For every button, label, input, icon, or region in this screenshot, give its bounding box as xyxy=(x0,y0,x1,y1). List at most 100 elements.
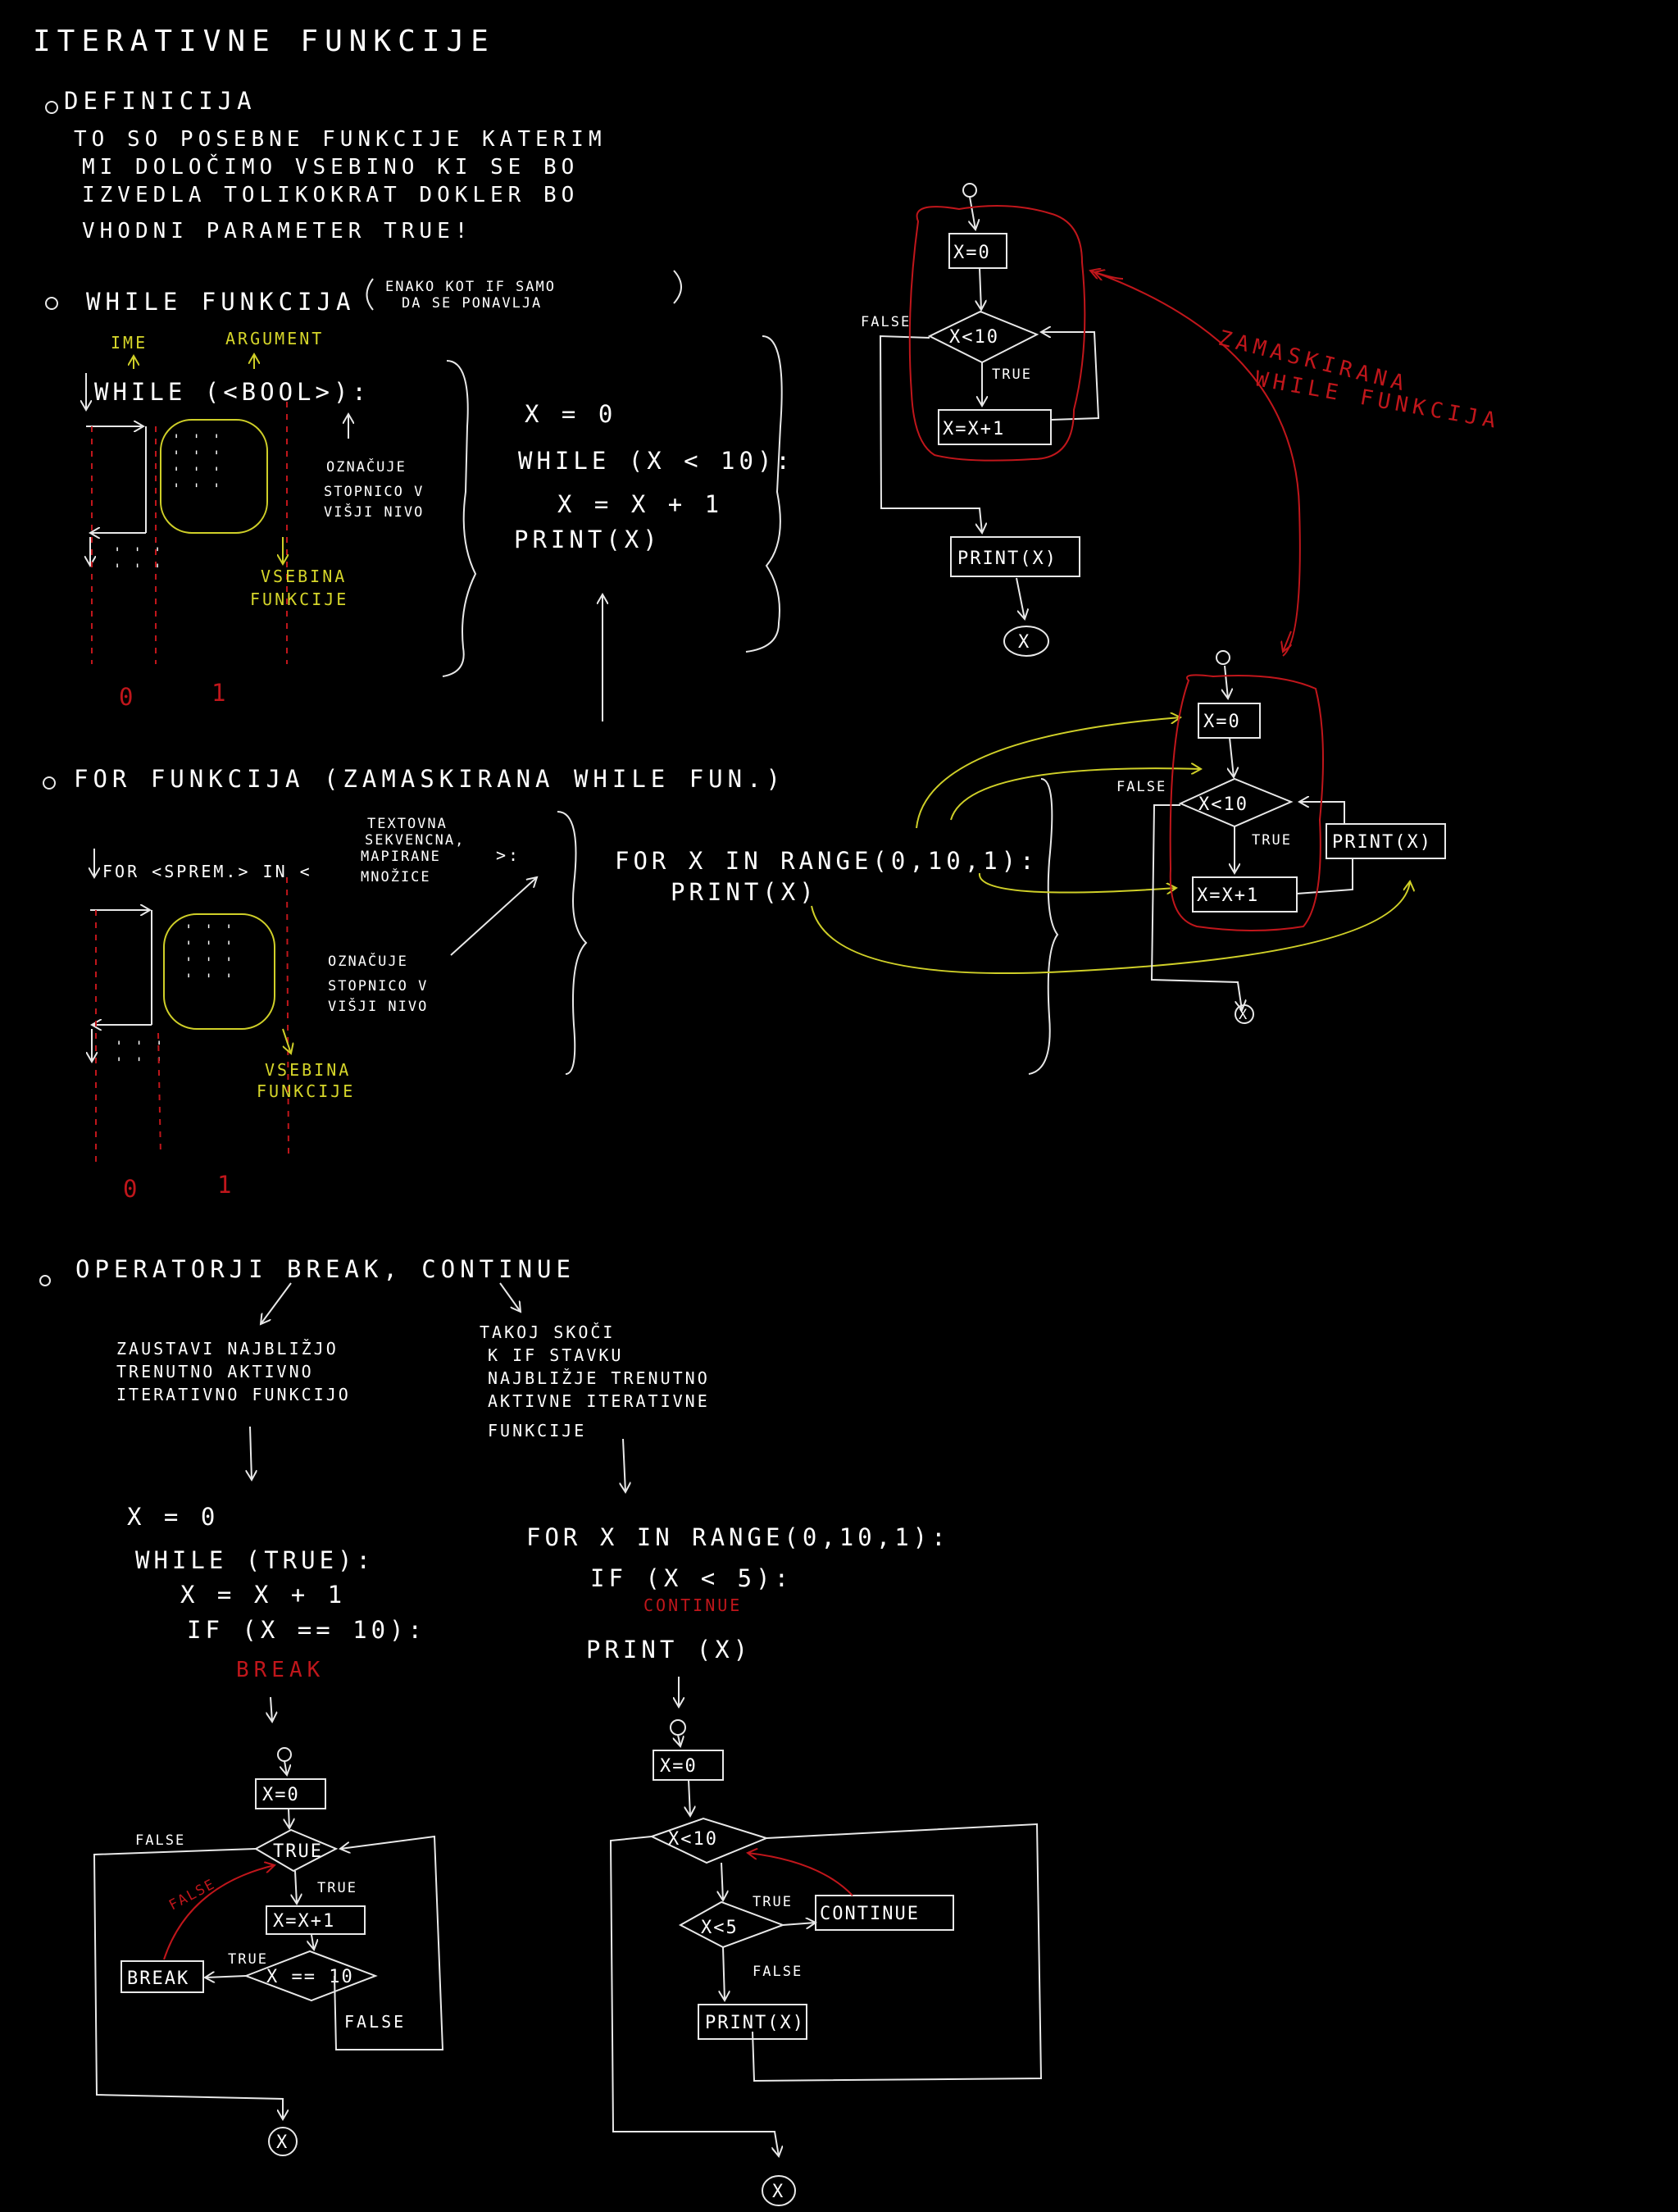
continue-desc: TAKOJ SKOČI xyxy=(480,1322,615,1342)
flow-step-box xyxy=(1192,876,1298,913)
indent-note: STOPNICO V xyxy=(328,978,428,994)
brace xyxy=(557,811,588,1075)
masked-loop-outline xyxy=(908,205,1086,462)
break-desc: ITERATIVNO FUNKCIJO xyxy=(116,1385,351,1404)
end-node-text: X xyxy=(276,2132,289,2153)
break-code-keyword: BREAK xyxy=(236,1658,325,1682)
red-false-label: FALSE xyxy=(166,1876,218,1914)
bullet-icon xyxy=(43,776,56,790)
flow-cond-diamond xyxy=(253,1828,339,1873)
body-note: VSEBINA xyxy=(265,1060,351,1080)
continue-desc: NAJBLIŽJE TRENUTNO xyxy=(488,1368,710,1388)
body-note: VSEBINA xyxy=(261,567,347,586)
flow-continue-box xyxy=(815,1895,954,1931)
while-heading: WHILE FUNKCIJA xyxy=(86,288,355,316)
break-desc: ZAUSTAVI NAJBLIŽJO xyxy=(116,1339,339,1359)
end-node xyxy=(762,2175,796,2206)
start-node xyxy=(1216,650,1230,665)
body-note: FUNKCIJE xyxy=(257,1081,355,1101)
operators-heading: OPERATORJI BREAK, CONTINUE xyxy=(75,1255,575,1283)
flow-cond-diamond xyxy=(1178,777,1294,828)
while-syntax: WHILE (<BOOL>): xyxy=(94,378,371,406)
svg-text:' ' ': ' ' ' xyxy=(184,922,234,939)
flow-print-text: PRINT(X) xyxy=(1332,832,1432,853)
flow-print-box xyxy=(698,2004,807,2040)
flow-init-box xyxy=(255,1778,326,1809)
flow-init-text: X=0 xyxy=(262,1785,300,1805)
definition-heading: DEFINICIJA xyxy=(64,87,257,115)
flow-step-box xyxy=(938,409,1052,445)
level-label: 0 xyxy=(123,1175,142,1203)
svg-text:' ' ': ' ' ' xyxy=(172,465,222,481)
svg-text:' ' ': ' ' ' xyxy=(172,448,222,465)
continue-code-keyword: CONTINUE xyxy=(643,1595,742,1615)
definition-line: IZVEDLA TOLIKOKRAT DOKLER BO xyxy=(82,183,579,207)
end-node-text: X xyxy=(1239,1007,1248,1023)
flow-cond-diamond xyxy=(927,310,1039,364)
start-node xyxy=(277,1747,292,1762)
end-node xyxy=(1003,626,1049,657)
body-block xyxy=(163,913,275,1030)
flow-print-box xyxy=(950,536,1080,577)
for-syntax-end: >: xyxy=(496,845,521,865)
continue-code-line: PRINT (X) xyxy=(586,1636,752,1664)
svg-text:' ' ': ' ' ' xyxy=(113,545,163,562)
flow-continue-text: CONTINUE xyxy=(820,1904,920,1924)
for-heading: FOR FUNKCIJA (ZAMASKIRANA WHILE FUN.) xyxy=(74,765,785,793)
flow-init-text: X=0 xyxy=(1203,712,1241,732)
flow-false-label: FALSE xyxy=(753,1964,803,1980)
paren-open xyxy=(366,278,374,311)
iterable-note: MNOŽICE xyxy=(361,867,431,885)
continue-desc: FUNKCIJE xyxy=(488,1421,586,1441)
end-node xyxy=(1235,1004,1254,1024)
paren-close xyxy=(673,270,682,304)
flow-break-box xyxy=(121,1960,204,1993)
red-false-arrow xyxy=(163,1865,275,1960)
level-label: 1 xyxy=(217,1171,236,1199)
flow-step-text: X=X+1 xyxy=(1197,885,1259,906)
flow-false-label: FALSE xyxy=(861,314,911,330)
continue-code-line: FOR X IN RANGE(0,10,1): xyxy=(526,1523,950,1551)
break-code-line: X = 0 xyxy=(127,1503,219,1531)
flow-true2-label: TRUE xyxy=(228,1951,268,1968)
indent-note: STOPNICO V xyxy=(324,484,424,500)
indent-note: VIŠJI NIVO xyxy=(324,503,424,521)
iterable-note: SEKVENCNA, xyxy=(365,832,465,849)
flow-true-label: TRUE xyxy=(1252,832,1292,849)
start-node xyxy=(670,1719,686,1736)
flow-true-label: TRUE xyxy=(317,1880,357,1896)
flow-cond-text: X<10 xyxy=(1198,794,1248,815)
flow-print-box xyxy=(1326,823,1446,859)
continue-desc: K IF STAVKU xyxy=(488,1345,623,1365)
brace xyxy=(1028,778,1059,1075)
indent-note: VIŠJI NIVO xyxy=(328,997,428,1015)
definition-line: MI DOLOČIMO VSEBINO KI SE BO xyxy=(82,153,579,180)
start-node xyxy=(962,183,977,198)
red-arrow-top xyxy=(1090,271,1301,657)
brace xyxy=(442,360,477,677)
masked-loop-outline xyxy=(1169,674,1324,931)
for-code-line: FOR X IN RANGE(0,10,1): xyxy=(615,847,1039,875)
svg-text:' ' ': ' ' ' xyxy=(172,481,222,498)
svg-text:' ' ': ' ' ' xyxy=(184,972,234,988)
while-note: DA SE PONAVLJA xyxy=(402,295,542,312)
flow-cond2-diamond xyxy=(243,1950,378,2002)
level-label: 1 xyxy=(211,679,230,707)
flow-init-box xyxy=(1198,703,1261,739)
break-code-line: IF (X == 10): xyxy=(187,1616,426,1644)
svg-text:' ' ': ' ' ' xyxy=(184,955,234,972)
definition-line: VHODNI PARAMETER TRUE! xyxy=(82,219,472,244)
level-label: 0 xyxy=(119,683,138,711)
flow-false2-label: FALSE xyxy=(344,2012,406,2032)
flow-false-label: FALSE xyxy=(1116,779,1166,795)
flow-init-text: X=0 xyxy=(953,243,991,263)
indent-note: OZNAČUJE xyxy=(328,952,408,970)
continue-code-line: IF (X < 5): xyxy=(590,1564,793,1592)
break-code-line: X = X + 1 xyxy=(180,1581,346,1609)
while-code-line: X = X + 1 xyxy=(557,490,723,518)
indent-note: OZNAČUJE xyxy=(326,457,407,476)
while-code-line: PRINT(X) xyxy=(514,526,662,553)
end-node-text: X xyxy=(772,2182,784,2202)
for-code-line: PRINT(X) xyxy=(671,878,818,906)
